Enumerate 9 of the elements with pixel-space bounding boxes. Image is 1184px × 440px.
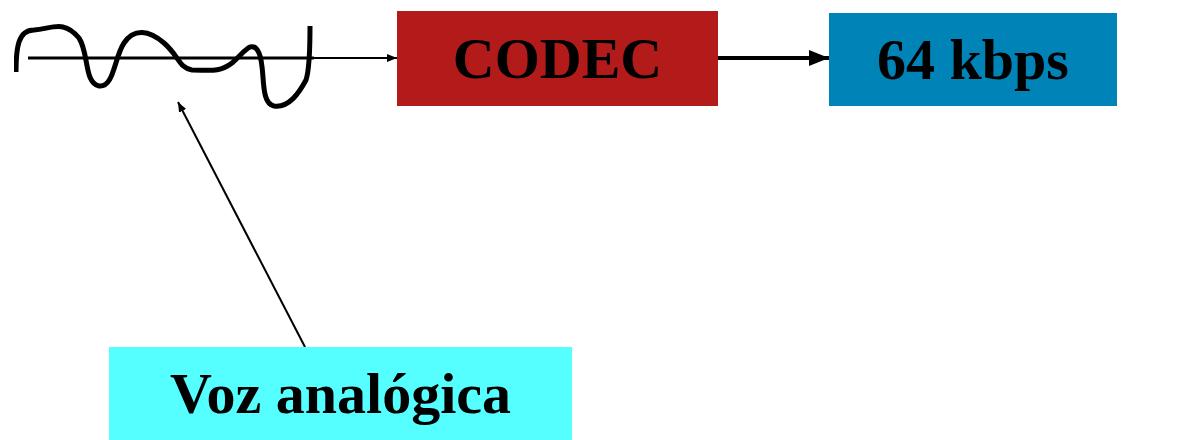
arrow — [177, 101, 306, 348]
process-box — [397, 11, 718, 106]
box-label: Voz analógica — [169, 364, 511, 423]
arrow — [313, 54, 398, 62]
process-box — [829, 13, 1117, 106]
box-label: CODEC — [452, 29, 663, 88]
label-box — [109, 347, 572, 440]
arrow — [718, 50, 829, 66]
box-label: 64 kbps — [877, 30, 1069, 89]
